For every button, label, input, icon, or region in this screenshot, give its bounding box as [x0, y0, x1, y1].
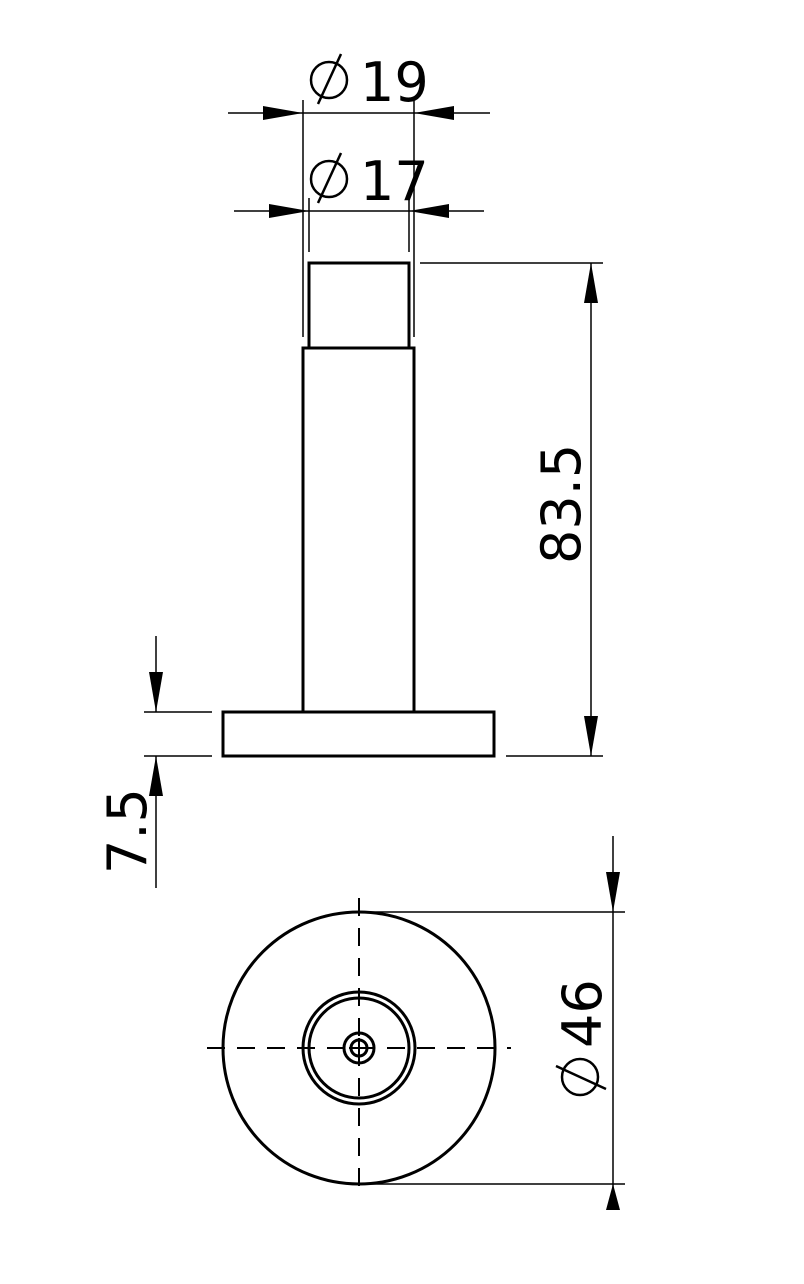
dim46-arrow-top-icon	[606, 872, 620, 912]
dim46-arrow-bottom-icon	[606, 1184, 620, 1210]
base-plate-outline	[223, 712, 494, 756]
side-view-labels: 19 17 83.5 7.5	[96, 51, 593, 874]
dim46-label: 46	[551, 979, 614, 1095]
dim46-value: 46	[551, 979, 614, 1048]
dim75-arrow-top-icon	[149, 672, 163, 712]
dim19-label: 19	[311, 51, 429, 114]
dim835-value: 83.5	[530, 444, 593, 564]
stop-cap-outline	[309, 263, 409, 348]
dim75-value: 7.5	[96, 788, 159, 874]
dim835-arrow-bottom-icon	[584, 716, 598, 756]
stop-tube-outline	[303, 348, 414, 712]
dim17-label: 17	[311, 150, 429, 213]
dim835-arrow-top-icon	[584, 263, 598, 303]
dim19-arrow-left-icon	[263, 106, 303, 120]
dim17-value: 17	[360, 150, 429, 213]
dim19-value: 19	[360, 51, 429, 114]
